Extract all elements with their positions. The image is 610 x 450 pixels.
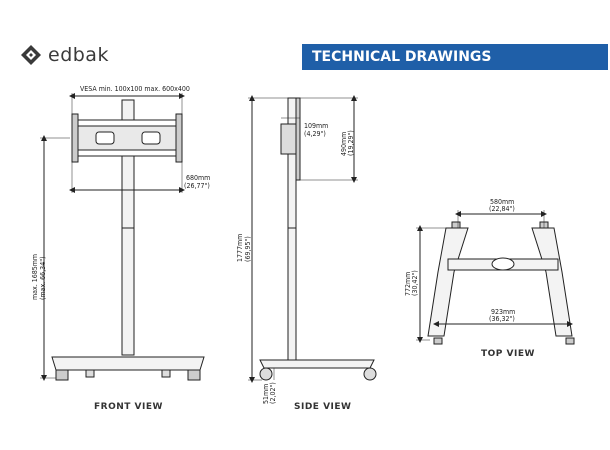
side-wheel-right xyxy=(363,367,377,381)
top-outer-mm: 923mm xyxy=(491,308,515,316)
top-view-caption: TOP VIEW xyxy=(481,349,535,359)
front-view-drawing xyxy=(40,93,205,381)
side-view-drawing xyxy=(248,95,377,383)
front-vesa-slot-right xyxy=(141,131,161,145)
side-depth-in: (4,29") xyxy=(304,130,326,138)
front-vesa-slot-left xyxy=(95,131,115,145)
side-bracket-in: (19,29") xyxy=(347,130,355,156)
front-width-mm: 680mm xyxy=(186,174,210,182)
brand-name: edbak xyxy=(48,44,109,66)
front-foot-left xyxy=(85,369,95,378)
top-caster-left xyxy=(433,337,443,345)
front-vesa-label: VESA min. 100x100 max. 600x400 xyxy=(80,85,190,93)
side-view-caption: SIDE VIEW xyxy=(294,402,351,412)
top-leg-right xyxy=(531,227,573,337)
side-bracket xyxy=(280,123,297,155)
top-view-dimensions xyxy=(416,210,573,343)
top-column xyxy=(491,257,515,271)
side-bracket-mm: 490mm xyxy=(340,132,348,156)
front-view-caption: FRONT VIEW xyxy=(94,402,163,412)
top-outer-in: (36,32") xyxy=(489,315,515,323)
front-vesa-plate xyxy=(77,125,177,151)
side-wheel-left xyxy=(259,367,273,381)
front-vesa-arm-right xyxy=(175,113,183,163)
top-leg-left xyxy=(427,227,469,337)
side-screen-plate xyxy=(295,97,301,181)
front-wheel-right xyxy=(187,369,201,381)
top-depth-in: (30,42") xyxy=(411,270,419,296)
top-view-drawing xyxy=(427,221,575,345)
side-total-mm: 1777mm xyxy=(236,234,244,262)
side-total-in: (69,95") xyxy=(244,236,252,262)
top-inner-mm: 580mm xyxy=(490,198,514,206)
brand-logo: edbak xyxy=(20,44,109,66)
side-floor-mm: 51mm xyxy=(262,384,270,404)
side-base xyxy=(259,359,375,369)
top-caster-right xyxy=(565,337,575,345)
edbak-logo-icon xyxy=(21,45,41,65)
front-foot-right xyxy=(161,369,171,378)
front-vesa-arm-left xyxy=(71,113,79,163)
top-foot-left xyxy=(451,221,461,229)
side-depth-mm: 109mm xyxy=(304,122,328,130)
front-height-mm: max. 1685mm xyxy=(31,254,39,300)
front-wheel-left xyxy=(55,369,69,381)
side-floor-in: (2,02") xyxy=(269,382,277,404)
front-height-in: (max. 66,34") xyxy=(39,256,47,300)
page-title: TECHNICAL DRAWINGS xyxy=(302,44,608,70)
front-width-in: (26,77") xyxy=(184,182,210,190)
front-base xyxy=(51,356,205,371)
top-inner-in: (22,84") xyxy=(489,205,515,213)
top-depth-mm: 772mm xyxy=(404,272,412,296)
